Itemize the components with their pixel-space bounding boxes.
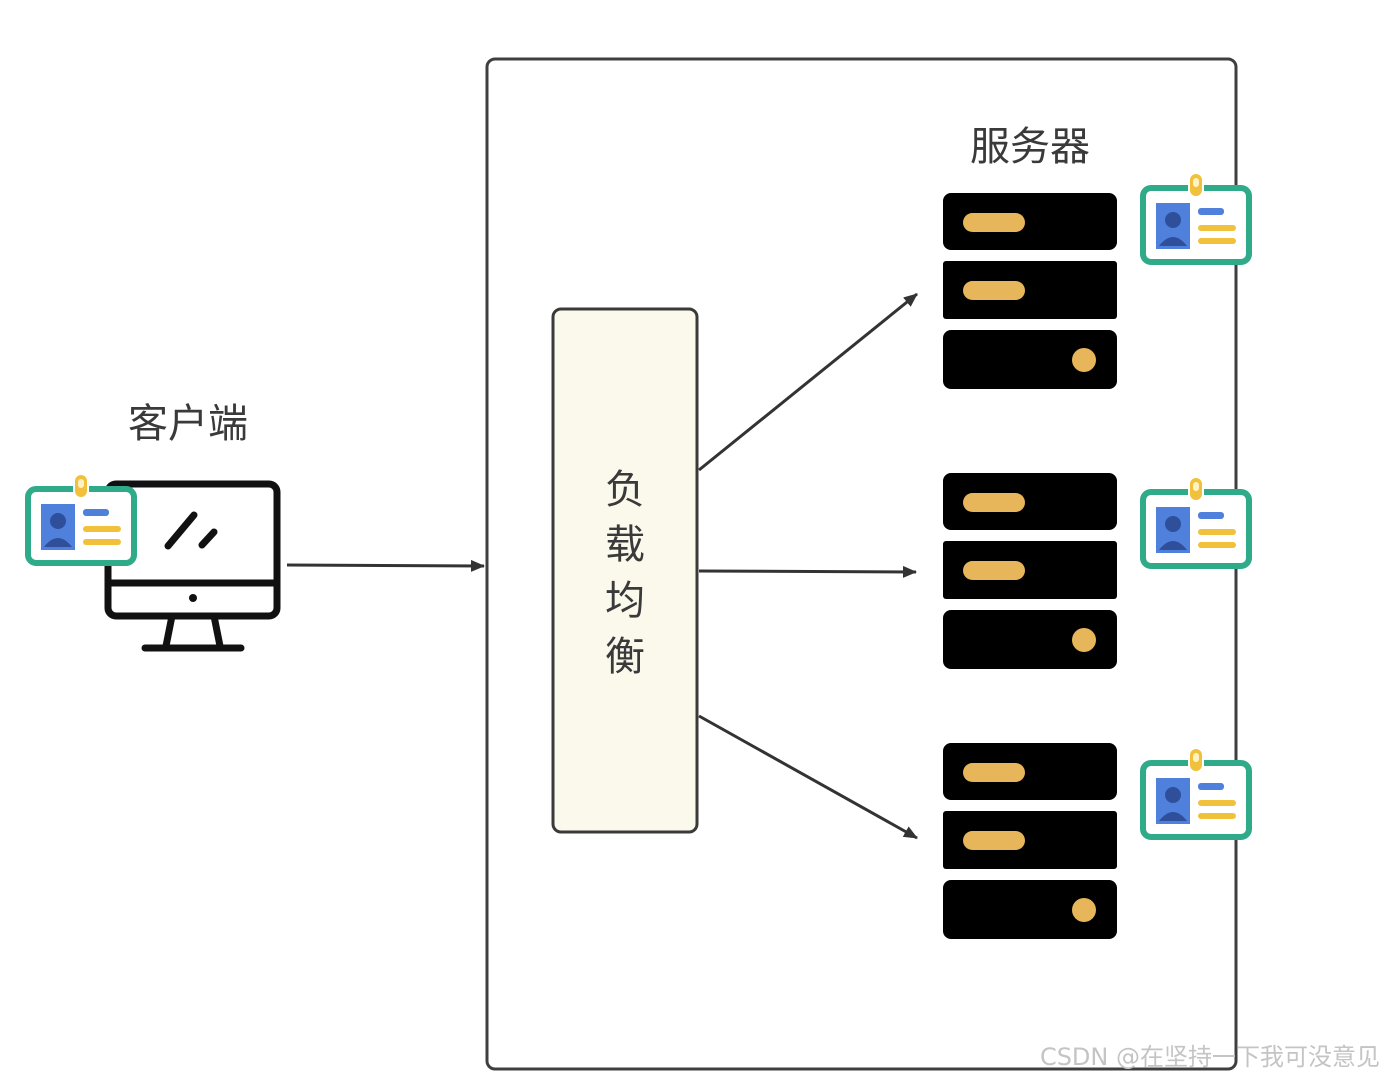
client-to-lb-arrow bbox=[286, 559, 485, 572]
lb-char: 负 bbox=[605, 467, 645, 513]
load-balancer-box bbox=[551, 307, 699, 834]
watermark-text: CSDN @在坚持一下我可没意见 bbox=[1040, 1043, 1380, 1071]
load-balancer-label: 负 载 均 衡 bbox=[605, 467, 645, 680]
lb-to-server-1-arrow bbox=[698, 292, 918, 472]
server-2-id-badge-icon bbox=[1143, 477, 1249, 566]
lb-char: 载 bbox=[605, 522, 645, 568]
lb-to-server-3-arrow bbox=[698, 714, 918, 840]
servers-label: 服务器 bbox=[970, 124, 1090, 170]
server-rack-icon bbox=[943, 743, 1117, 939]
client-id-badge-icon bbox=[28, 474, 134, 563]
lb-char: 均 bbox=[605, 578, 645, 624]
lb-char: 衡 bbox=[605, 634, 645, 680]
server-rack-icon bbox=[943, 473, 1117, 669]
server-3-id-badge-icon bbox=[1143, 748, 1249, 837]
server-1-id-badge-icon bbox=[1143, 173, 1249, 262]
lb-to-server-2-arrow bbox=[698, 565, 917, 578]
client-label: 客户端 bbox=[128, 401, 248, 447]
server-rack-icon bbox=[943, 193, 1117, 389]
